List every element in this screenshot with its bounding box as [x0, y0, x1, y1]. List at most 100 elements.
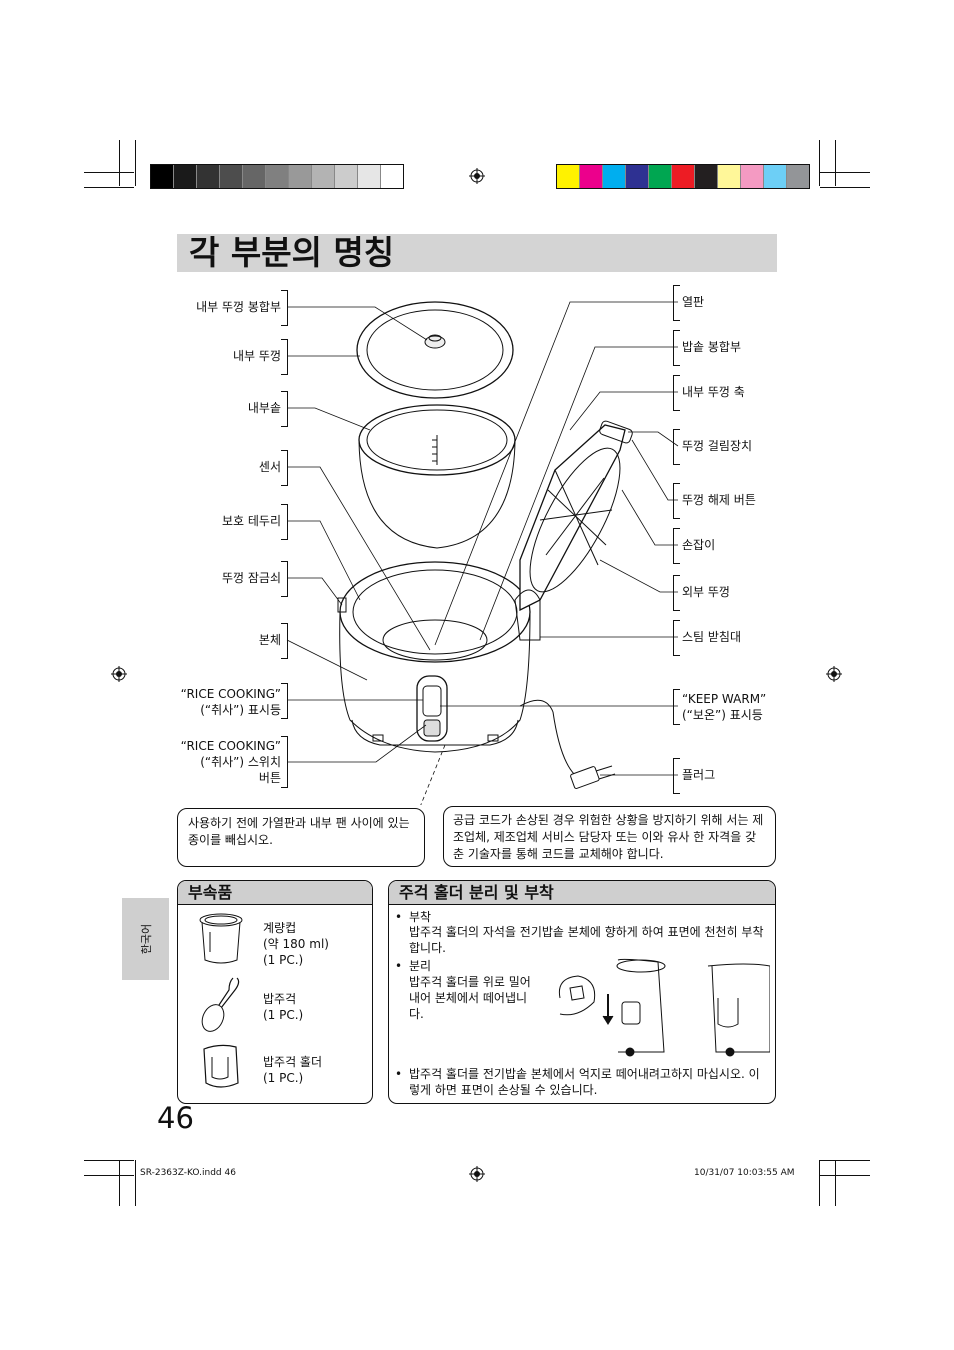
accessory-rice-scoop: 밥주걱 (1 PC.): [263, 992, 304, 1022]
color-swatch: [220, 165, 243, 188]
registration-mark-icon: [469, 1166, 485, 1182]
title-bar: 각 부분의 명칭: [177, 234, 777, 272]
color-swatch: [741, 165, 764, 188]
color-swatch: [381, 165, 403, 188]
accessories-heading: 부속품: [178, 881, 372, 905]
label-keep-warm-lamp: “KEEP WARM” (“보온”) 표시등: [682, 692, 767, 722]
label-bracket: [673, 575, 680, 611]
attach-text: 밥주걱 홀더의 자석을 전기밥솥 본체에 향하게 하여 표면에 천천히 부착합니…: [409, 925, 764, 955]
gray-color-bar: [150, 164, 404, 189]
label-lid-lock: 뚜껑 잠금쇠: [221, 571, 281, 585]
label-bracket: [281, 339, 288, 375]
detach-bullet: •: [395, 959, 403, 973]
label-bracket: [673, 620, 680, 656]
label-lid-release-button: 뚜껑 해제 버튼: [682, 493, 756, 507]
color-swatch: [358, 165, 381, 188]
detach-illustration: [558, 958, 770, 1057]
crop-mark: [119, 1160, 120, 1206]
label-bracket: [281, 561, 288, 597]
accessories-panel: 부속품: [177, 880, 373, 1104]
scoop-holder-icon: [203, 1044, 239, 1088]
color-swatch: [151, 165, 174, 188]
attach-bullet: •: [395, 910, 403, 924]
label-bracket: [281, 450, 288, 486]
rice-cooker-diagram: [286, 301, 679, 805]
color-swatch: [289, 165, 312, 188]
label-bracket: [673, 429, 680, 465]
crop-mark: [819, 140, 820, 186]
crop-mark: [84, 1160, 134, 1161]
label-inner-pan: 내부솥: [247, 401, 281, 415]
color-swatch: [695, 165, 718, 188]
rice-scoop-icon: [201, 977, 240, 1032]
registration-mark-icon: [826, 666, 842, 682]
attach-title: 부착: [409, 910, 432, 924]
color-swatch: [649, 165, 672, 188]
label-heating-plate: 열판: [682, 295, 705, 309]
detach-title: 분리: [409, 959, 432, 973]
warning-bullet: •: [395, 1067, 403, 1081]
label-bracket: [673, 330, 680, 366]
label-bracket: [673, 528, 680, 564]
footer-timestamp: 10/31/07 10:03:55 AM: [694, 1168, 795, 1178]
label-bracket: [281, 683, 288, 719]
label-handle: 손잡이: [682, 538, 716, 552]
crop-mark: [819, 1160, 820, 1206]
label-bracket: [281, 290, 288, 326]
warning-text: 밥주걱 홀더를 전기밥솥 본체에서 억지로 떼어내려고하지 마십시오. 이렇게 …: [409, 1067, 760, 1097]
holder-section-panel: 주걱 홀더 분리 및 부착: [388, 880, 776, 1104]
page-number: 46: [157, 1101, 194, 1135]
label-bracket: [673, 375, 680, 411]
language-tab: 한국어: [122, 898, 169, 980]
crop-mark: [835, 1160, 836, 1206]
page-title: 각 부분의 명칭: [189, 233, 395, 272]
label-inner-lid-mount: 내부 뚜껑 봉합부: [196, 300, 281, 314]
color-swatch: [603, 165, 626, 188]
footer-file: SR-2363Z-KO.indd 46: [140, 1168, 236, 1178]
crop-mark: [820, 1175, 870, 1176]
label-bracket: [281, 736, 288, 788]
label-plug: 플러그: [682, 768, 716, 782]
color-swatch: [197, 165, 220, 188]
crop-mark: [820, 172, 870, 173]
label-rice-cooking-lamp: “RICE COOKING” (“취사”) 표시등: [180, 687, 281, 717]
color-swatch: [335, 165, 358, 188]
registration-mark-icon: [111, 666, 127, 682]
color-swatch: [174, 165, 197, 188]
label-bracket: [673, 689, 680, 725]
label-bracket: [281, 623, 288, 659]
crop-mark: [820, 1160, 870, 1161]
accessory-scoop-holder: 밥주걱 홀더 (1 PC.): [263, 1055, 323, 1085]
color-swatch: [718, 165, 741, 188]
label-outer-lid: 외부 뚜껑: [682, 585, 730, 599]
label-body: 본체: [258, 633, 281, 647]
label-bracket: [281, 391, 288, 427]
color-swatch: [764, 165, 787, 188]
label-bracket: [281, 504, 288, 540]
color-swatch: [787, 165, 809, 188]
label-pan-mount: 밥솥 봉합부: [682, 340, 742, 354]
label-inner-lid: 내부 뚜껑: [233, 349, 281, 363]
label-sensor: 센서: [258, 460, 281, 474]
color-swatch: [580, 165, 603, 188]
crop-mark: [835, 140, 836, 186]
crop-mark: [84, 172, 134, 173]
label-protective-rim: 보호 테두리: [221, 514, 281, 528]
color-swatch: [312, 165, 335, 188]
measuring-cup-icon: [199, 913, 243, 964]
color-swatch: [626, 165, 649, 188]
registration-mark-icon: [469, 168, 485, 184]
crop-mark: [135, 140, 136, 186]
color-swatch: [672, 165, 695, 188]
color-swatch: [243, 165, 266, 188]
label-rice-cooking-switch: “RICE COOKING” (“취사”) 스위치 버튼: [180, 739, 281, 785]
crop-mark: [820, 187, 870, 188]
label-bracket: [673, 483, 680, 519]
holder-section-heading: 주걱 홀더 분리 및 부착: [389, 881, 775, 905]
crop-mark: [135, 1160, 136, 1206]
label-bracket: [673, 285, 680, 321]
label-bracket: [673, 758, 680, 794]
crop-mark: [119, 140, 120, 186]
label-inner-lid-shaft: 내부 뚜껑 축: [682, 385, 745, 399]
detach-text: 밥주걱 홀더를 위로 밀어내어 본체에서 떼어냅니다.: [409, 975, 531, 1021]
